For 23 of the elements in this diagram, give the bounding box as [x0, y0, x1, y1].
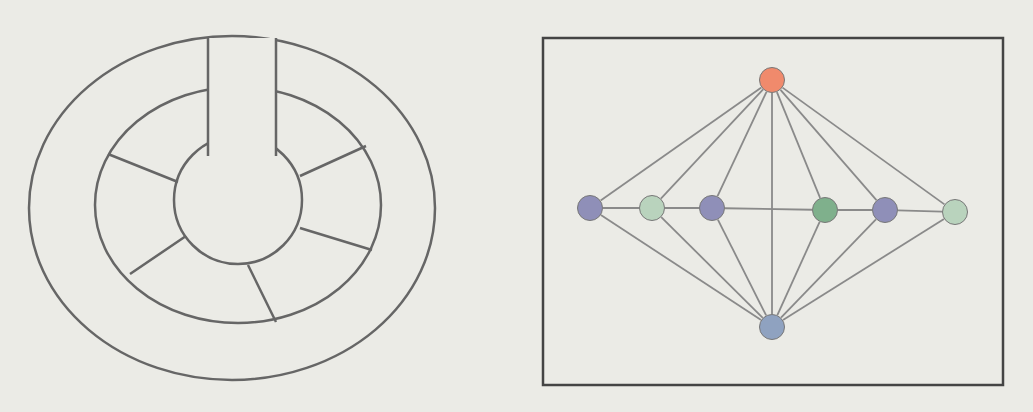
graph-node — [759, 67, 785, 93]
connector-line — [660, 216, 764, 319]
connector-line — [602, 207, 640, 209]
connector-line — [724, 207, 813, 211]
connector-line — [779, 88, 878, 202]
connector-line — [780, 218, 877, 319]
graph-node — [942, 199, 968, 225]
connector-line — [660, 88, 764, 200]
connector-line — [600, 214, 762, 321]
graph-node — [639, 195, 665, 221]
connector-line — [771, 92, 773, 315]
connector-line — [897, 209, 943, 213]
connector-line — [837, 209, 873, 211]
graph-node — [699, 195, 725, 221]
graph-node — [577, 195, 603, 221]
graph-node — [812, 197, 838, 223]
connector-line — [664, 207, 700, 209]
graph-node — [759, 314, 785, 340]
connector-line — [776, 91, 821, 199]
graph-node — [872, 197, 898, 223]
connector-line — [599, 86, 763, 202]
connector-line — [781, 86, 946, 206]
connector-line — [782, 218, 945, 321]
